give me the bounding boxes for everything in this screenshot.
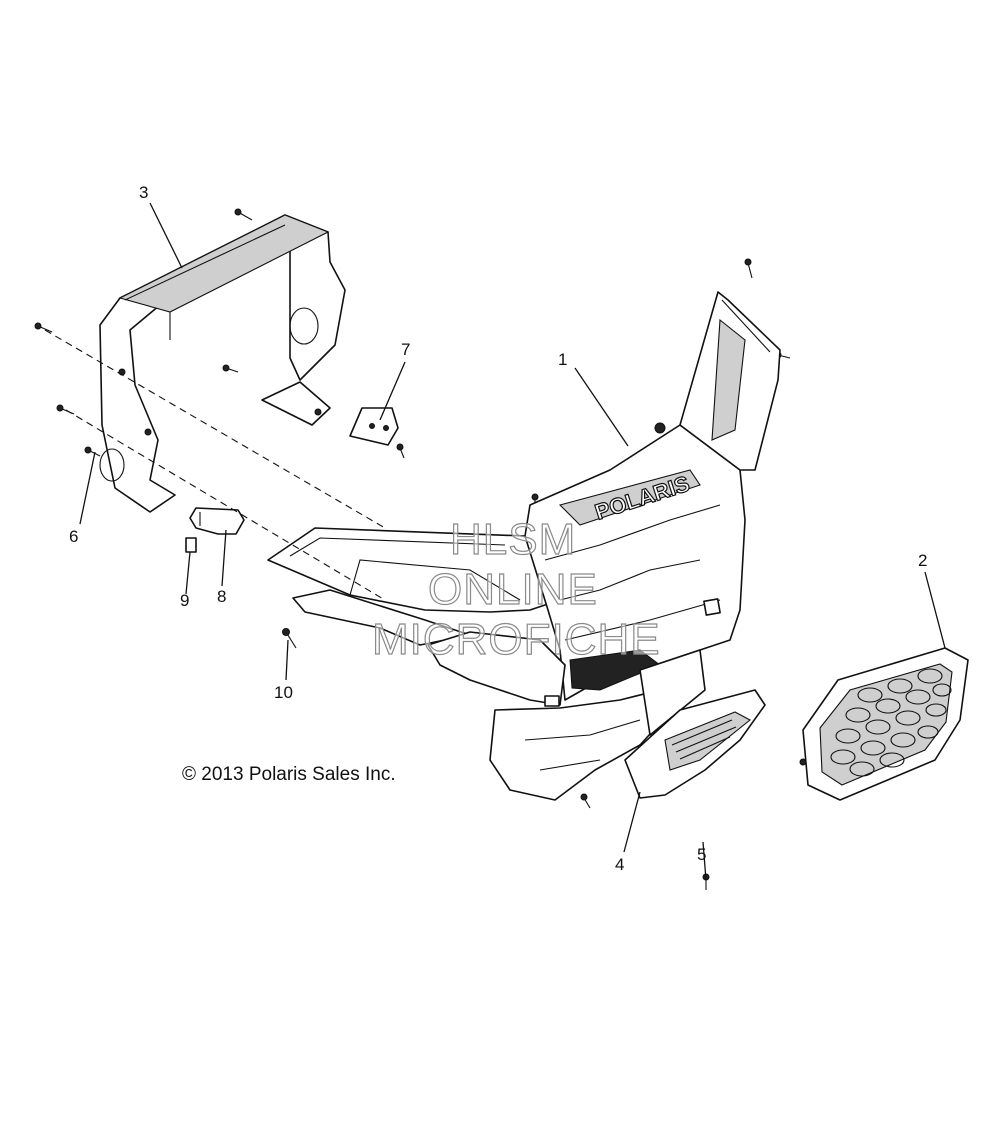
- part-9-bolt: [185, 537, 197, 553]
- callout-2: 2: [918, 551, 927, 570]
- watermark: HLSM ONLINE MICROFICHE: [371, 514, 661, 664]
- callout-9: 9: [180, 591, 189, 610]
- alignment-line-lower: [65, 409, 386, 601]
- part-1-front-fascia: POLARIS: [267, 291, 781, 801]
- callout-1: 1: [558, 350, 567, 369]
- leader-lines: [79, 202, 946, 881]
- part-2-mesh-grille: [802, 647, 969, 801]
- watermark-line-1: HLSM: [450, 515, 576, 564]
- callout-labels: 1 2 3 4 5 6 7 8 9 10: [69, 183, 927, 874]
- callout-6: 6: [69, 527, 78, 546]
- part-7-bracket: [349, 407, 399, 446]
- copyright-text: © 2013 Polaris Sales Inc.: [182, 764, 396, 785]
- callout-4: 4: [615, 855, 624, 874]
- callout-7: 7: [401, 340, 410, 359]
- part-8-bracket: [189, 507, 245, 535]
- alignment-line-upper: [44, 329, 386, 529]
- callout-5: 5: [697, 845, 706, 864]
- callout-8: 8: [217, 587, 226, 606]
- callout-3: 3: [139, 183, 148, 202]
- watermark-line-2: ONLINE: [428, 565, 598, 614]
- part-4-lower-grille: [624, 689, 766, 799]
- callout-10: 10: [274, 683, 293, 702]
- part-10-bolt: [282, 628, 297, 649]
- part-3-shroud-bracket: [99, 214, 346, 513]
- watermark-line-3: MICROFICHE: [372, 615, 661, 664]
